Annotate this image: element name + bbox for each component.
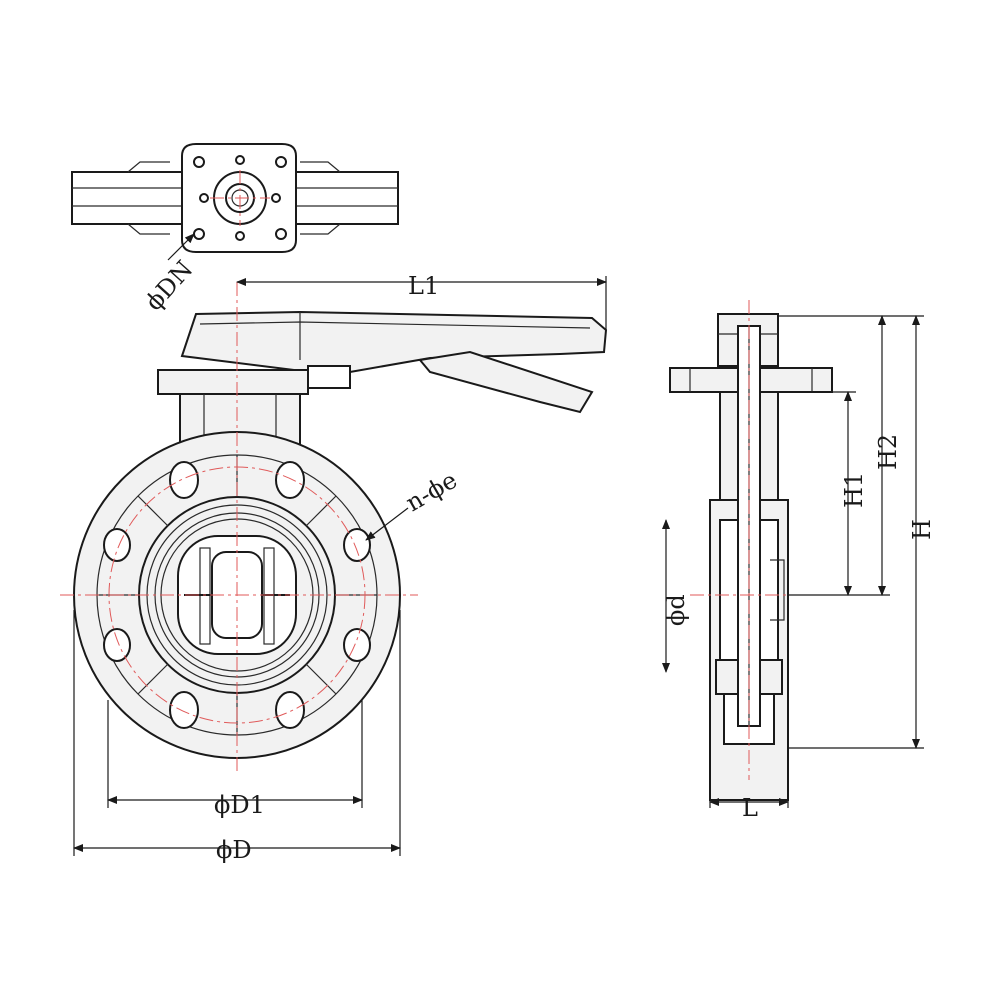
neck-top-plate [157, 369, 309, 395]
label-l: L [742, 794, 758, 822]
label-dd: ϕd [662, 594, 690, 626]
top-view [71, 143, 399, 261]
label-h1: H1 [840, 472, 868, 508]
side-view [662, 300, 924, 808]
label-dn: ϕDN [140, 255, 199, 316]
lever-handle [180, 310, 608, 373]
label-h: H [908, 519, 936, 540]
front-view [60, 276, 608, 856]
label-h2: H2 [874, 434, 902, 470]
top-view-bolt-holes [193, 155, 287, 241]
label-d1: ϕD1 [214, 791, 265, 819]
label-d: ϕD [216, 836, 252, 864]
flange-bolt-slots [103, 461, 371, 729]
label-ne: n-ϕe [401, 466, 462, 517]
lever-trigger [418, 350, 594, 414]
label-l1: L1 [408, 272, 439, 300]
